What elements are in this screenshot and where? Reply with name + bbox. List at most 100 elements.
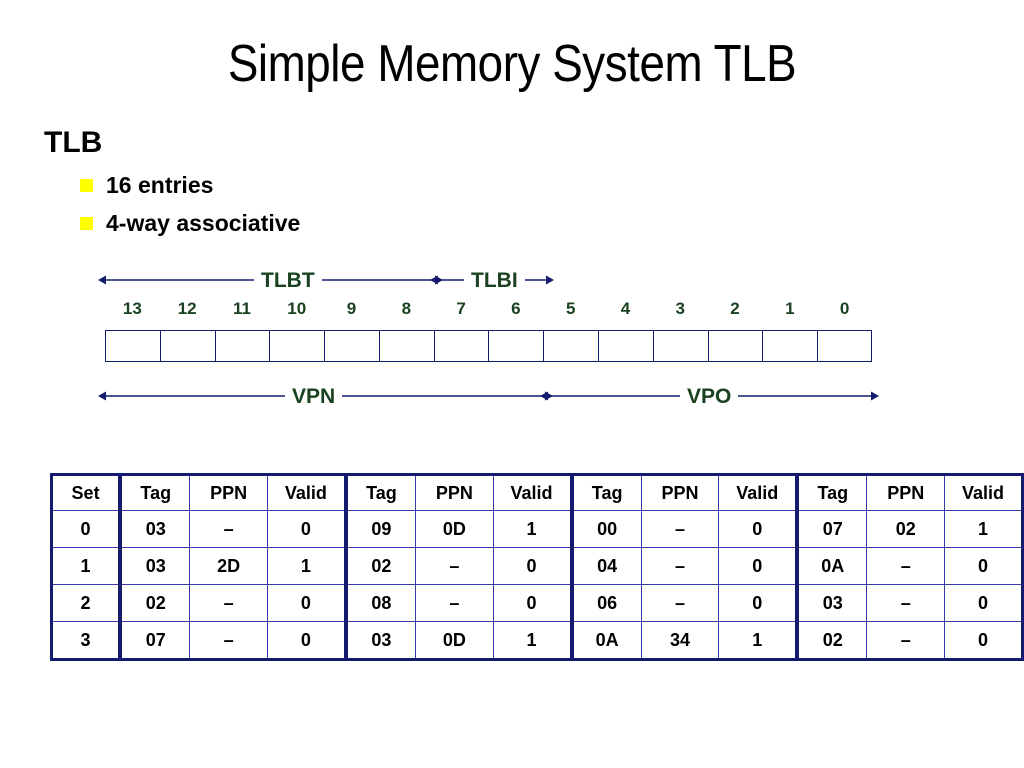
bullet-label-associativity: 4-way associative: [106, 210, 301, 236]
cell-valid-set3-way1: 0: [266, 621, 347, 660]
cell-valid-set1-way1: 1: [266, 547, 347, 585]
cell-tag-set1-way2: 02: [343, 547, 417, 585]
cell-set: 0: [51, 510, 121, 548]
cell-valid-set0-way2: 1: [492, 510, 573, 548]
square-bullet-icon: [80, 216, 93, 230]
cell-ppn-set1-way4: –: [866, 547, 945, 585]
bit-number-3: 3: [675, 299, 685, 318]
header-ppn-way1: PPN: [189, 474, 268, 511]
bitfield-cell-5[interactable]: [543, 330, 599, 362]
bit-number-2: 2: [730, 299, 740, 318]
bitfield-cell-0[interactable]: [817, 330, 872, 362]
cell-valid-set3-way3: 1: [718, 621, 798, 660]
bitfield-cell-10[interactable]: [269, 330, 325, 362]
bitfield-cell-1[interactable]: [762, 330, 818, 362]
header-valid-way1: Valid: [266, 474, 347, 511]
bitfield-cell-3[interactable]: [652, 330, 708, 362]
vpn-span-label: VPN: [285, 386, 343, 407]
cell-tag-set0-way3: 00: [569, 510, 642, 548]
cell-tag-set3-way4: 02: [795, 621, 868, 660]
bit-number-10: 10: [287, 299, 307, 318]
cell-tag-set2-way3: 06: [569, 584, 642, 622]
cell-valid-set2-way2: 0: [492, 584, 573, 622]
cell-tag-set1-way4: 0A: [795, 547, 868, 585]
cell-valid-set1-way2: 0: [492, 547, 573, 585]
bitfield-cell-6[interactable]: [488, 330, 544, 362]
cell-valid-set0-way1: 0: [266, 510, 347, 548]
bit-number-7: 7: [456, 299, 466, 318]
cell-ppn-set2-way2: –: [415, 584, 494, 622]
bit-number-1: 1: [785, 299, 795, 318]
page-title: Simple Memory System TLB: [227, 35, 797, 93]
cell-ppn-set1-way2: –: [415, 547, 494, 585]
cell-valid-set3-way4: 0: [943, 621, 1024, 660]
cell-valid-set3-way2: 1: [492, 621, 573, 660]
bit-number-0: 0: [839, 299, 850, 318]
header-tag-way2: Tag: [343, 474, 417, 511]
bitfield-cell-11[interactable]: [214, 330, 270, 362]
bitfield-cell-13[interactable]: [105, 330, 160, 362]
tlb-bullet-block: TLB 16 entries 4-way associative: [44, 124, 644, 238]
bit-number-13: 13: [122, 299, 142, 318]
bitfield-cell-2[interactable]: [707, 330, 763, 362]
bitfield-cell-8[interactable]: [378, 330, 434, 362]
cell-valid-set0-way3: 0: [718, 510, 798, 548]
bitfield-cells: [105, 330, 872, 362]
vpo-span-label: VPO: [680, 386, 739, 407]
cell-ppn-set2-way3: –: [640, 584, 720, 622]
cell-tag-set0-way4: 07: [795, 510, 868, 548]
header-tag-way3: Tag: [569, 474, 642, 511]
cell-tag-set3-way2: 03: [343, 621, 417, 660]
cell-ppn-set0-way2: 0D: [415, 510, 494, 548]
list-item: 4-way associative: [80, 208, 644, 238]
cell-tag-set2-way4: 03: [795, 584, 868, 622]
bitfield-cell-9[interactable]: [324, 330, 379, 362]
header-tag-way4: Tag: [795, 474, 868, 511]
header-ppn-way3: PPN: [640, 474, 720, 511]
cell-ppn-set2-way4: –: [866, 584, 945, 622]
cell-tag-set0-way1: 03: [118, 510, 191, 548]
tlbt-span-label: TLBT: [254, 270, 322, 291]
cell-tag-set2-way1: 02: [118, 584, 191, 622]
cell-set: 2: [51, 584, 121, 622]
header-ppn-way2: PPN: [415, 474, 494, 511]
cell-ppn-set3-way1: –: [189, 621, 268, 660]
cell-set: 3: [51, 621, 121, 660]
bit-number-4: 4: [620, 299, 631, 318]
header-ppn-way4: PPN: [866, 474, 945, 511]
tlbi-span-label: TLBI: [464, 270, 525, 291]
cell-valid-set0-way4: 1: [943, 510, 1024, 548]
cell-ppn-set3-way4: –: [866, 621, 945, 660]
cell-ppn-set1-way1: 2D: [189, 547, 268, 585]
cell-valid-set1-way3: 0: [718, 547, 798, 585]
list-item: 16 entries: [80, 170, 644, 200]
cell-ppn-set2-way1: –: [189, 584, 268, 622]
bit-number-12: 12: [177, 299, 197, 318]
cell-ppn-set1-way3: –: [640, 547, 720, 585]
header-set: Set: [51, 474, 121, 511]
bit-number-9: 9: [346, 299, 357, 318]
bitfield-cell-4[interactable]: [598, 330, 653, 362]
cell-tag-set1-way1: 03: [118, 547, 191, 585]
bit-number-6: 6: [511, 299, 521, 318]
cell-tag-set3-way1: 07: [118, 621, 191, 660]
bitfield-cell-7[interactable]: [433, 330, 489, 362]
bit-number-11: 11: [232, 299, 251, 318]
cell-ppn-set0-way3: –: [640, 510, 720, 548]
bitfield-cell-12[interactable]: [159, 330, 215, 362]
header-tag-way1: Tag: [118, 474, 191, 511]
cell-valid-set2-way4: 0: [943, 584, 1024, 622]
cell-ppn-set3-way2: 0D: [415, 621, 494, 660]
cell-valid-set2-way3: 0: [718, 584, 798, 622]
bit-number-8: 8: [401, 299, 412, 318]
header-valid-way3: Valid: [718, 474, 798, 511]
bullet-label-entries: 16 entries: [106, 172, 214, 198]
cell-tag-set0-way2: 09: [343, 510, 417, 548]
cell-valid-set2-way1: 0: [266, 584, 347, 622]
